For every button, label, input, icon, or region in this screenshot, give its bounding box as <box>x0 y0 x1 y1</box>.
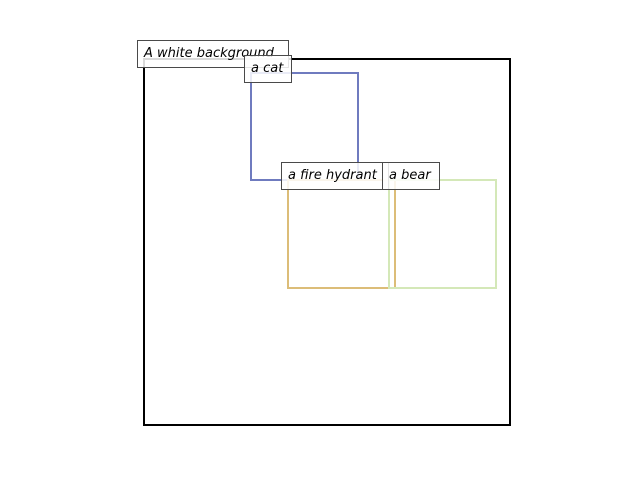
background-region-box <box>143 58 511 426</box>
fire-hydrant-region-box <box>287 179 396 289</box>
bear-label: a bear <box>382 162 440 190</box>
cat-label: a cat <box>244 55 292 83</box>
bear-region-box <box>388 179 497 289</box>
fire-hydrant-label: a fire hydrant <box>281 162 389 190</box>
